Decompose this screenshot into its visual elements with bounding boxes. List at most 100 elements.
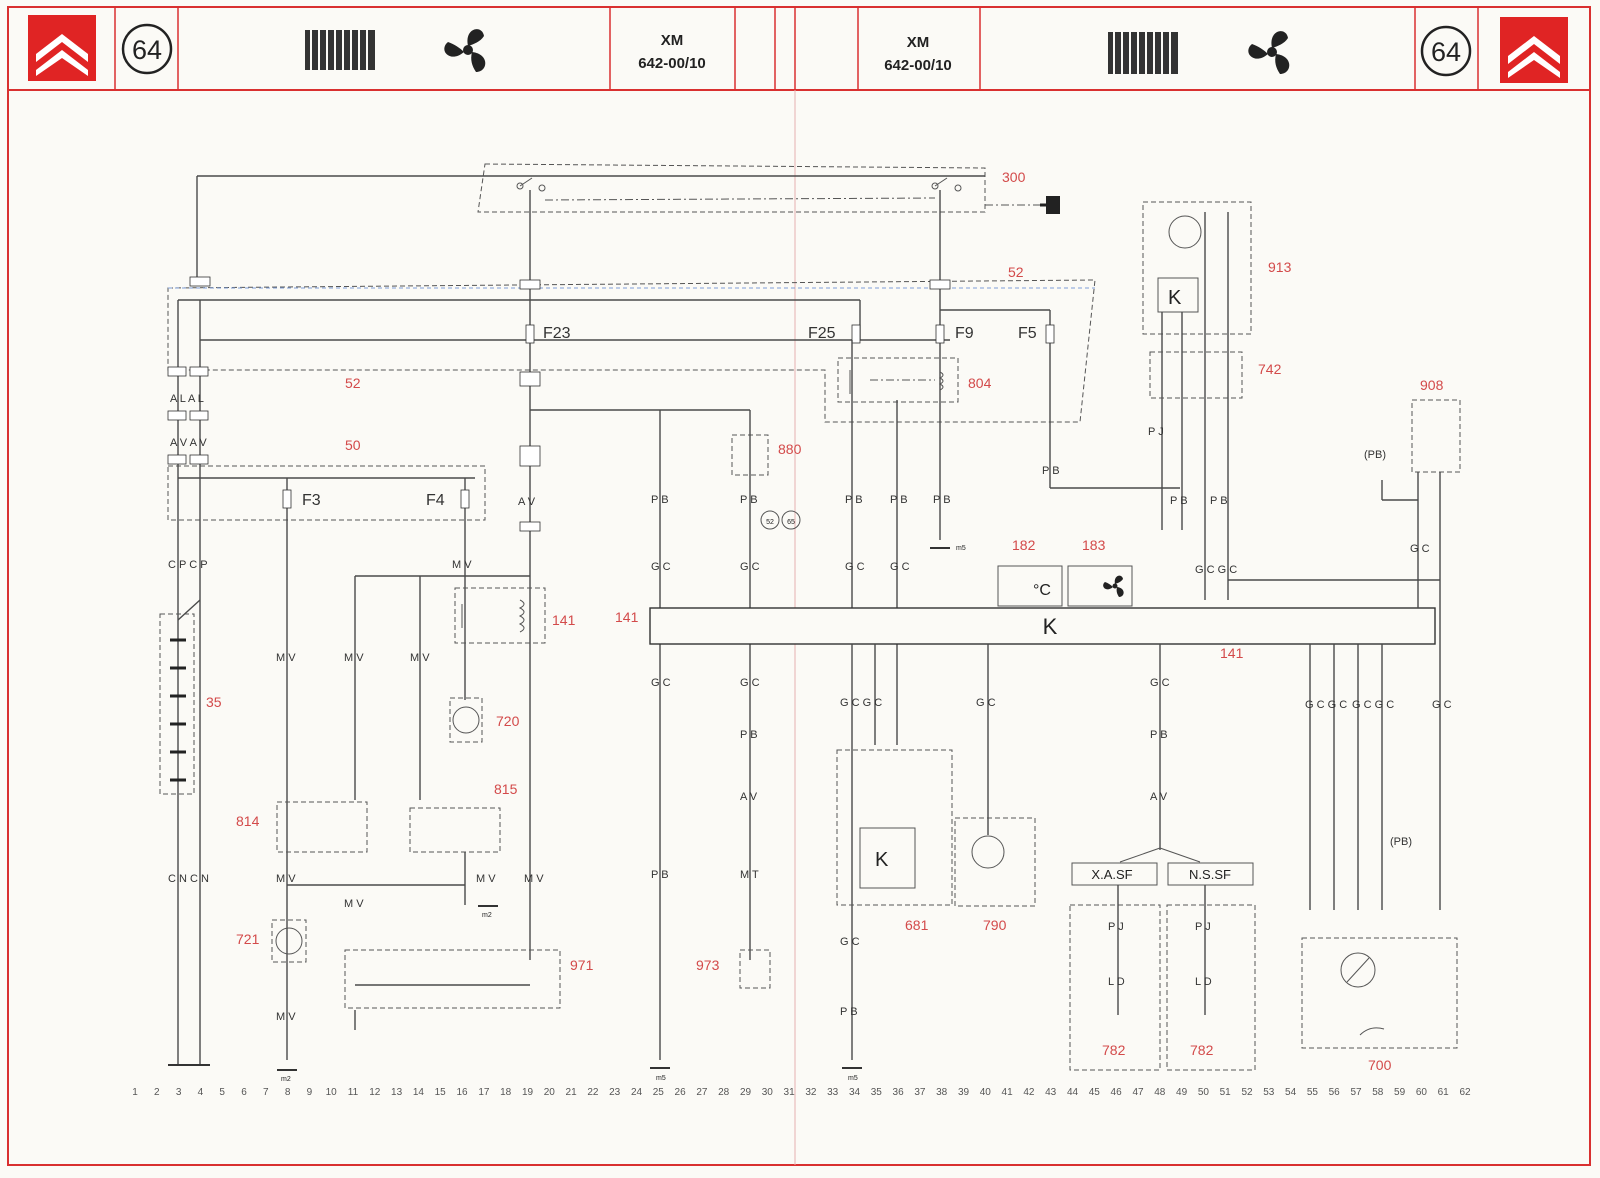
- scale-tick: 58: [1372, 1087, 1384, 1098]
- svg-text:L D: L D: [1195, 976, 1212, 988]
- scale-tick: 47: [1132, 1087, 1144, 1098]
- svg-text:720: 720: [496, 713, 520, 729]
- svg-text:m2: m2: [281, 1076, 291, 1083]
- scale-tick: 21: [566, 1087, 578, 1098]
- svg-text:°C: °C: [1033, 582, 1051, 599]
- svg-text:M V: M V: [410, 652, 430, 664]
- fan-icon: [444, 29, 486, 72]
- header-right: XM 642-00/10 64: [857, 7, 1568, 90]
- scale-tick: 43: [1045, 1087, 1057, 1098]
- component-141: K 141 141: [615, 607, 1436, 661]
- svg-text:P B: P B: [651, 869, 669, 881]
- circle-refs: 52 65: [760, 510, 801, 530]
- svg-text:A V: A V: [740, 791, 758, 803]
- svg-text:G C: G C: [651, 677, 671, 689]
- svg-text:F23: F23: [543, 325, 571, 342]
- svg-text:681: 681: [905, 917, 929, 933]
- svg-text:971: 971: [570, 957, 594, 973]
- svg-text:141: 141: [552, 612, 576, 628]
- header-left: 64 XM 642-00/10: [28, 7, 776, 90]
- scale-tick: 57: [1350, 1087, 1362, 1098]
- scale-tick: 9: [307, 1087, 313, 1098]
- key-icon: [1040, 196, 1060, 214]
- component-815: 815: [409, 781, 518, 853]
- svg-text:M V: M V: [276, 652, 296, 664]
- svg-text:815: 815: [494, 781, 518, 797]
- svg-text:182: 182: [1012, 537, 1036, 553]
- component-182: °C 182: [997, 537, 1063, 607]
- scale-tick: 5: [219, 1087, 225, 1098]
- svg-text:K: K: [1043, 614, 1058, 639]
- component-742: 742: [1149, 351, 1282, 399]
- component-700: 700: [1301, 937, 1458, 1073]
- svg-text:35: 35: [206, 694, 222, 710]
- citroen-logo-icon: [1500, 17, 1568, 83]
- citroen-logo-icon: [28, 15, 96, 81]
- scale-tick: 46: [1111, 1087, 1123, 1098]
- svg-text:782: 782: [1102, 1042, 1126, 1058]
- svg-text:804: 804: [968, 375, 992, 391]
- scale-tick: 36: [893, 1087, 905, 1098]
- svg-text:F9: F9: [955, 325, 974, 342]
- scale-tick: 37: [914, 1087, 926, 1098]
- scale-tick: 22: [587, 1087, 599, 1098]
- scale-tick: 2: [154, 1087, 160, 1098]
- svg-text:F25: F25: [808, 325, 836, 342]
- connectors-left: [167, 276, 211, 465]
- svg-text:P B: P B: [933, 494, 951, 506]
- component-908: 908: [1411, 377, 1461, 473]
- svg-text:P J: P J: [1195, 921, 1211, 933]
- component-971: 971: [344, 949, 594, 1009]
- sheet-frame: [7, 6, 1591, 1166]
- svg-text:G C: G C: [890, 561, 910, 573]
- svg-text:M V: M V: [276, 1011, 296, 1023]
- page-number-right: 64: [1431, 37, 1461, 67]
- scale-tick: 26: [675, 1087, 687, 1098]
- radiator-icon: [305, 30, 375, 70]
- fan-icon: [1248, 31, 1290, 74]
- svg-text:G C: G C: [845, 561, 865, 573]
- svg-text:G C G C: G C G C: [1305, 699, 1347, 711]
- reference-label: 642-00/10: [638, 55, 706, 72]
- svg-text:A V A V: A V A V: [170, 437, 207, 449]
- scale-tick: 45: [1089, 1087, 1101, 1098]
- component-721: 721: [236, 919, 307, 963]
- page-number-circle: [121, 23, 173, 75]
- svg-text:m5: m5: [848, 1075, 858, 1082]
- scale-tick: 6: [241, 1087, 247, 1098]
- svg-text:183: 183: [1082, 537, 1106, 553]
- svg-text:G C: G C: [1150, 677, 1170, 689]
- svg-text:721: 721: [236, 931, 260, 947]
- svg-text:X.A.SF: X.A.SF: [1091, 867, 1132, 882]
- scale-tick: 13: [391, 1087, 403, 1098]
- ground-m5: m5: [842, 1067, 862, 1082]
- scale-tick: 31: [784, 1087, 796, 1098]
- svg-text:G C G C: G C G C: [1195, 564, 1237, 576]
- svg-text:A V: A V: [1150, 791, 1168, 803]
- svg-text:P B: P B: [740, 729, 758, 741]
- scale-tick: 55: [1307, 1087, 1319, 1098]
- component-880: 880: [731, 434, 802, 476]
- svg-text:K: K: [1168, 287, 1182, 309]
- component-720: 720: [449, 697, 520, 743]
- svg-text:P B: P B: [1170, 495, 1188, 507]
- scale-tick: 40: [980, 1087, 992, 1098]
- svg-text:A V: A V: [518, 496, 536, 508]
- scale-tick: 54: [1285, 1087, 1297, 1098]
- svg-text:N.S.SF: N.S.SF: [1189, 867, 1231, 882]
- component-35: 35: [159, 599, 222, 795]
- fan-icon: [1103, 575, 1124, 597]
- scale-tick: 4: [198, 1087, 204, 1098]
- svg-text:G C G C: G C G C: [840, 697, 882, 709]
- svg-text:65: 65: [787, 519, 795, 526]
- svg-text:(PB): (PB): [1364, 449, 1386, 461]
- scale-tick: 61: [1438, 1087, 1450, 1098]
- scale-tick: 10: [326, 1087, 338, 1098]
- svg-text:M V: M V: [344, 898, 364, 910]
- scale-tick: 24: [631, 1087, 643, 1098]
- svg-text:P B: P B: [840, 1006, 858, 1018]
- svg-text:M V: M V: [524, 873, 544, 885]
- ground-m2: m2: [277, 1069, 297, 1083]
- scale-tick: 49: [1176, 1087, 1188, 1098]
